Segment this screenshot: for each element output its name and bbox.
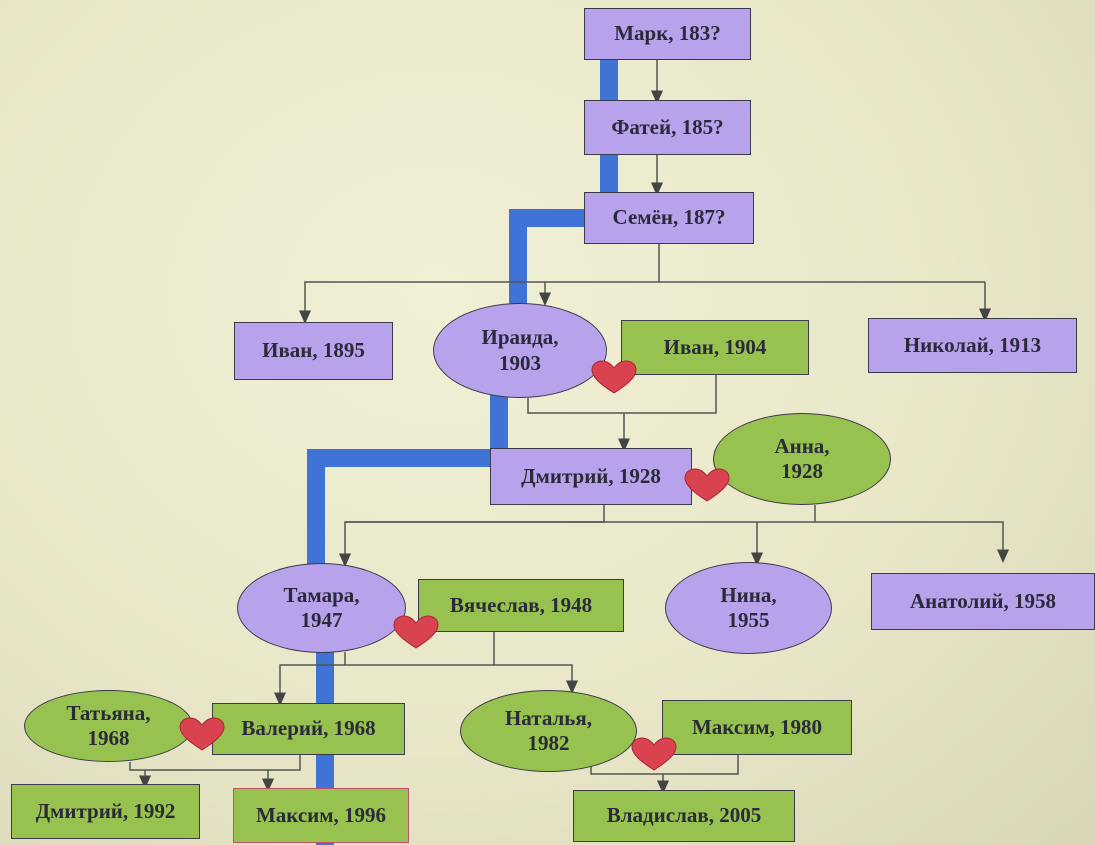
person-anna: Анна, 1928 — [713, 413, 891, 505]
heart-icon — [591, 360, 637, 394]
family-connectors — [129, 60, 1009, 794]
person-dmitry-1992: Дмитрий, 1992 — [11, 784, 200, 839]
person-nina: Нина, 1955 — [665, 562, 832, 654]
person-tatyana: Татьяна, 1968 — [24, 690, 193, 762]
person-dmitry-1928: Дмитрий, 1928 — [490, 448, 692, 505]
person-vyacheslav: Вячеслав, 1948 — [418, 579, 624, 632]
person-fatei: Фатей, 185? — [584, 100, 751, 155]
heart-icon — [179, 717, 225, 751]
person-vladislav: Владислав, 2005 — [573, 790, 795, 842]
person-natalya: Наталья, 1982 — [460, 690, 637, 772]
person-iraida: Ираида, 1903 — [433, 303, 607, 398]
heart-icon — [393, 615, 439, 649]
person-semen: Семён, 187? — [584, 192, 754, 244]
heart-icon — [631, 737, 677, 771]
person-valery: Валерий, 1968 — [212, 703, 405, 755]
person-tamara: Тамара, 1947 — [237, 563, 406, 653]
person-mark: Марк, 183? — [584, 8, 751, 60]
person-anatoly: Анатолий, 1958 — [871, 573, 1095, 630]
person-maksim-1996: Максим, 1996 — [233, 788, 409, 843]
person-nikolai: Николай, 1913 — [868, 318, 1077, 373]
person-maksim-1980: Максим, 1980 — [662, 700, 852, 755]
person-ivan-1895: Иван, 1895 — [234, 322, 393, 380]
heart-icon — [684, 468, 730, 502]
person-ivan-1904: Иван, 1904 — [621, 320, 809, 375]
